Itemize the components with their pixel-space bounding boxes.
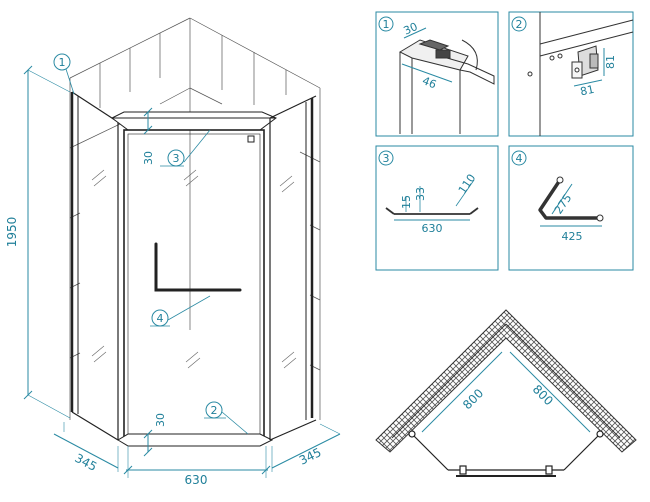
left-fixed-panel [70,91,119,441]
door-panel [123,129,265,443]
panel-1-dim-b: 46 [420,74,438,91]
panel-3-number: 3 [383,152,390,165]
detail-panel-3: 3 630 15 33 110 [375,145,499,271]
top-rail [111,111,277,131]
panel-2-number: 2 [516,18,523,31]
height-dimension: 1950 [5,65,71,419]
panel-3-dim-b: 33 [414,187,427,201]
floor-plan: 800 800 [375,309,637,477]
right-depth-label: 345 [297,445,324,468]
callout-4-number: 4 [157,312,164,325]
glass-reflections [91,169,297,369]
panel-2-dim-a: 81 [579,83,595,99]
height-label: 1950 [5,217,19,248]
main-isometric-view: 1950 345 630 345 [5,17,341,487]
left-depth-label: 345 [72,451,99,474]
panel-3-dim-d: 630 [422,222,443,235]
detail-panel-1: 1 30 46 [375,11,499,137]
bottom-gap-label: 30 [154,413,167,427]
panel-4-dim-a: 275 [552,192,575,217]
callout-1: 1 [53,53,75,95]
panel-3-dim-a: 15 [400,195,413,209]
panel-4-number: 4 [516,152,523,165]
left-depth-dimension: 345 [53,422,119,474]
right-depth-dimension: 345 [271,423,341,472]
right-fixed-panel [269,95,317,441]
enclosure-outline [408,430,604,477]
tray-side-b-label: 800 [530,382,556,408]
panel-1-number: 1 [383,18,390,31]
panel-2-dim-b: 81 [604,55,617,69]
callout-3: 3 [160,129,211,167]
callout-3-number: 3 [173,152,180,165]
panel-3-dim-c: 110 [456,172,479,197]
panel-4-dim-b: 425 [562,230,583,243]
door-width-label: 630 [185,473,208,487]
panel-1-dim-a: 30 [402,20,420,38]
callout-2: 2 [204,401,249,435]
bottom-rail [117,433,274,447]
wall-hatching [375,309,637,453]
door-width-dimension: 630 [123,446,271,487]
callout-1-number: 1 [59,56,66,69]
top-gap-label: 30 [142,151,155,165]
callout-2-number: 2 [211,404,218,417]
detail-panel-2: 2 81 81 [508,11,634,137]
detail-panel-4: 4 275 425 [508,145,634,271]
back-walls [69,17,321,420]
bottom-gap-dimension: 30 [143,413,167,457]
callout-4: 4 [150,295,211,327]
top-gap-dimension: 30 [142,107,155,165]
